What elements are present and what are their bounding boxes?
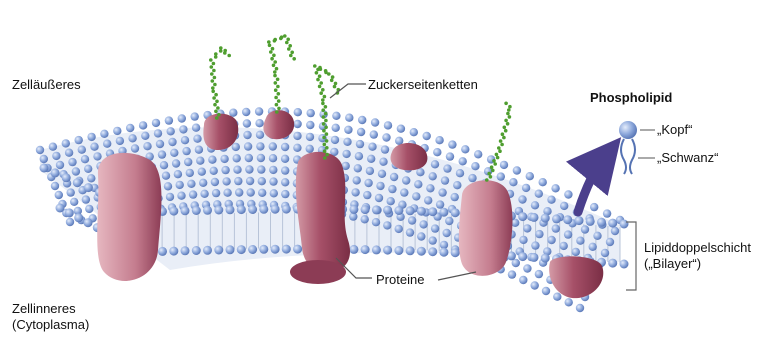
phospholipid-label: Phospholipid — [590, 90, 672, 106]
leader-protein-2 — [438, 272, 476, 280]
bilayer-bracket — [626, 222, 636, 290]
bilayer-label-line2: („Bilayer“) — [644, 256, 751, 272]
outside-label: Zelläußeres — [12, 77, 81, 93]
bilayer-label: Lipiddoppelschicht („Bilayer“) — [644, 240, 751, 272]
head-label: „Kopf“ — [657, 122, 692, 138]
phospholipid-arrow — [578, 158, 604, 212]
protein-bottom-right — [549, 256, 603, 298]
proteins-label: Proteine — [376, 272, 424, 288]
inside-label-line1: Zellinneres — [12, 301, 89, 317]
protein-center — [290, 152, 350, 284]
bilayer-label-line1: Lipiddoppelschicht — [644, 240, 751, 256]
protein-right — [459, 180, 513, 276]
inside-label-line2: (Cytoplasma) — [12, 317, 89, 333]
phospholipid-symbol — [619, 121, 637, 174]
inside-label: Zellinneres (Cytoplasma) — [12, 301, 89, 333]
tail-label: „Schwanz“ — [657, 150, 718, 166]
sugar-chains-label: Zuckerseitenketten — [368, 77, 478, 93]
protein-left — [97, 153, 161, 281]
